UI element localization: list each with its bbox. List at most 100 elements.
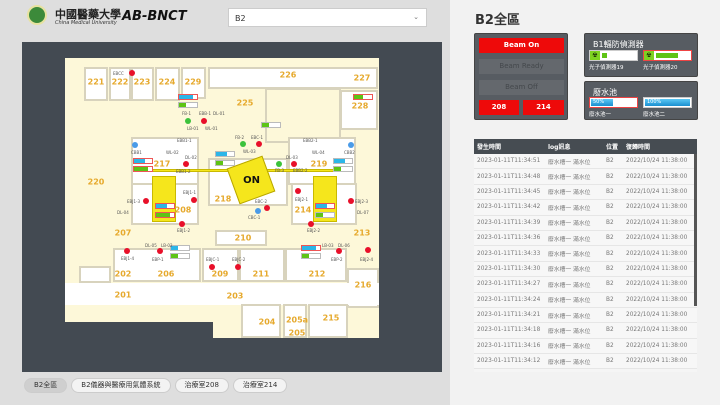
map-gauge[interactable] (215, 151, 235, 157)
alarm-sensor-icon[interactable] (179, 221, 185, 227)
alarm-sensor-icon[interactable] (365, 247, 371, 253)
sensor-green-icon[interactable] (240, 141, 246, 147)
room-204[interactable] (241, 304, 281, 338)
room-label: 221 (87, 77, 105, 87)
scrollbar[interactable] (694, 154, 697, 306)
beam-ready-button[interactable]: Beam Ready (479, 59, 564, 74)
map-gauge[interactable] (155, 212, 175, 218)
table-cell: 廢水槽一 滿水位 (548, 328, 591, 335)
room-label: 226 (279, 70, 297, 80)
tab-b2-instruments[interactable]: B2儀器與醫療用氣體系統 (71, 378, 171, 393)
room-224[interactable] (155, 67, 180, 101)
tab-room-214[interactable]: 治療室214 (232, 378, 288, 393)
map-gauge[interactable] (315, 203, 335, 209)
column-header[interactable]: 位置 (606, 144, 619, 151)
alarm-sensor-icon[interactable] (209, 264, 215, 270)
map-gauge[interactable] (301, 253, 321, 259)
map-gauge[interactable] (178, 102, 198, 108)
room-208-button[interactable]: 208 (479, 100, 519, 115)
map-gauge[interactable] (353, 94, 373, 100)
sensor-green-icon[interactable] (276, 161, 282, 167)
alarm-sensor-icon[interactable] (235, 264, 241, 270)
beam-on-button[interactable]: Beam On (479, 38, 564, 53)
tab-room-208[interactable]: 治療室208 (174, 378, 229, 393)
sensor-blue-icon[interactable] (348, 142, 354, 148)
room-221[interactable] (84, 67, 108, 101)
room-202[interactable] (79, 266, 111, 283)
map-gauge[interactable] (133, 166, 153, 172)
map-gauge[interactable] (333, 166, 353, 172)
sensor-blue-icon[interactable] (132, 142, 138, 148)
tab-b2-all[interactable]: B2全區 (24, 378, 68, 393)
table-cell: 2023-01-11T11:34:21 (477, 312, 541, 319)
map-gauge[interactable] (170, 253, 190, 259)
alarm-sensor-icon[interactable] (183, 161, 189, 167)
detector-19[interactable]: ☢ (589, 50, 638, 61)
alarm-sensor-icon[interactable] (264, 205, 270, 211)
alarm-sensor-icon[interactable] (129, 70, 135, 76)
alarm-sensor-icon[interactable] (124, 248, 130, 254)
column-header[interactable]: 復歸時間 (626, 144, 651, 151)
waste-pool-1-gauge[interactable]: 50% (589, 97, 638, 108)
column-header[interactable]: 發生時間 (477, 144, 502, 151)
room-225[interactable] (265, 88, 341, 143)
sensor-blue-icon[interactable] (255, 208, 261, 214)
map-gauge[interactable] (155, 203, 175, 209)
map-gauge[interactable] (315, 212, 335, 218)
table-cell: 2023-01-11T11:34:16 (477, 342, 541, 349)
map-gauge[interactable] (333, 158, 353, 164)
sensor-green-icon[interactable] (185, 118, 191, 124)
alarm-sensor-icon[interactable] (256, 141, 262, 147)
room-223[interactable] (131, 67, 154, 101)
alarm-sensor-icon[interactable] (336, 248, 342, 254)
room-205[interactable] (283, 304, 307, 338)
area-select[interactable]: B2 ⌄ (228, 8, 427, 27)
beam-off-button[interactable]: Beam Off (479, 80, 564, 95)
sensor-label: EBB1-1 (177, 138, 192, 143)
map-gauge[interactable] (178, 94, 198, 100)
sensor-label: DL-04 (117, 210, 129, 215)
detector-20[interactable]: ☢ (643, 50, 692, 61)
university-name-en: China Medical University (55, 20, 117, 26)
alarm-sensor-icon[interactable] (157, 248, 163, 254)
waste-pool-2-gauge[interactable]: 100% (643, 97, 692, 108)
map-gauge[interactable] (261, 122, 281, 128)
map-gauge[interactable] (170, 245, 190, 251)
map-gauge[interactable] (301, 245, 321, 251)
table-cell: 2022/10/24 11:38:00 (626, 327, 688, 334)
beam-status-label: ON (242, 174, 260, 186)
room-210[interactable] (215, 230, 267, 246)
map-gauge[interactable] (133, 158, 153, 164)
column-header[interactable]: log訊息 (548, 144, 571, 151)
alarm-sensor-icon[interactable] (191, 197, 197, 203)
room-214-button[interactable]: 214 (523, 100, 564, 115)
alarm-sensor-icon[interactable] (348, 198, 354, 204)
table-cell: B2 (606, 312, 614, 319)
chevron-down-icon: ⌄ (413, 13, 419, 21)
alarm-sensor-icon[interactable] (143, 198, 149, 204)
area-select-value: B2 (235, 14, 246, 23)
map-gauge[interactable] (215, 160, 235, 166)
room-label: 201 (114, 290, 132, 300)
alarm-sensor-icon[interactable] (291, 161, 297, 167)
alarm-sensor-icon[interactable] (201, 118, 207, 124)
room-215[interactable] (308, 304, 348, 338)
room-222[interactable] (109, 67, 131, 101)
alarm-sensor-icon[interactable] (295, 188, 301, 194)
alarm-sensor-icon[interactable] (308, 221, 314, 227)
room-label: 224 (158, 77, 176, 87)
